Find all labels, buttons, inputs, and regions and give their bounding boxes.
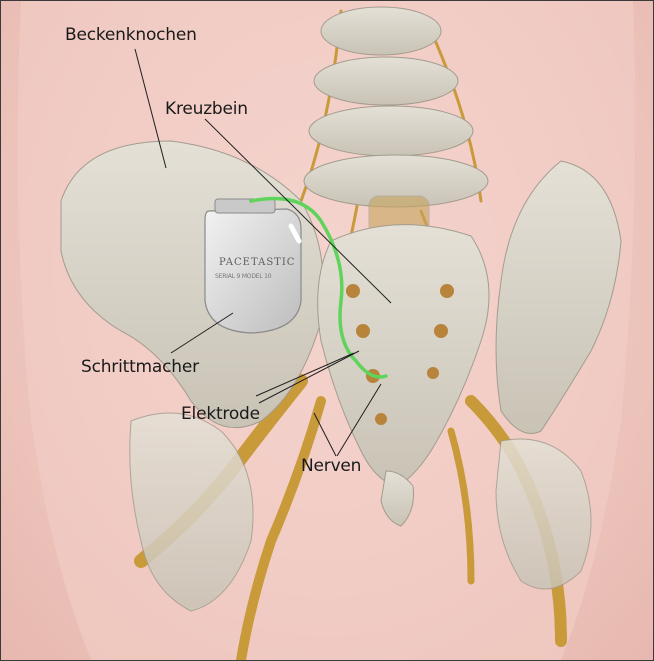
- device-brand: Pacetastic: [219, 257, 295, 268]
- label-beckenknochen: Beckenknochen: [65, 25, 197, 45]
- device-fine-print: SERIAL 9 MODEL 10: [215, 273, 271, 280]
- label-nerven: Nerven: [301, 456, 361, 476]
- label-kreuzbein: Kreuzbein: [165, 99, 248, 119]
- label-schrittmacher: Schrittmacher: [81, 357, 199, 377]
- label-elektrode: Elektrode: [181, 404, 260, 424]
